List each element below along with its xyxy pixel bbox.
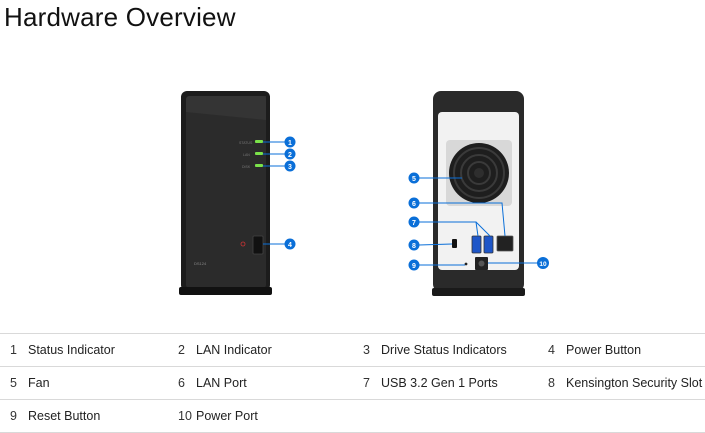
usb-port-2 — [483, 235, 494, 254]
callout-badge-2: 2 — [284, 148, 296, 160]
legend-label: USB 3.2 Gen 1 Ports — [381, 366, 538, 400]
svg-text:10: 10 — [539, 261, 547, 268]
legend-label: Kensington Security Slot — [566, 366, 705, 400]
svg-text:6: 6 — [412, 201, 416, 208]
legend-num: 2 — [168, 333, 196, 367]
legend-label: Drive Status Indicators — [381, 333, 538, 367]
legend-label: Reset Button — [28, 399, 168, 433]
front-base — [179, 287, 272, 295]
legend-num: 7 — [353, 366, 381, 400]
status-led-label: STATUS — [239, 141, 253, 145]
legend-row: 9 Reset Button 10 Power Port — [0, 399, 705, 433]
legend-num: 3 — [353, 333, 381, 367]
power-icon — [240, 241, 246, 247]
legend-label: Status Indicator — [28, 333, 168, 367]
callout-line-6 — [419, 202, 506, 237]
legend-label: Power Port — [196, 399, 353, 433]
callout-badge-5: 5 — [408, 172, 420, 184]
legend-row: 1 Status Indicator 2 LAN Indicator 3 Dri… — [0, 333, 705, 367]
callout-badge-7: 7 — [408, 216, 420, 228]
legend-num-empty — [538, 399, 566, 433]
fan-grill-outer — [453, 147, 505, 199]
legend-label: LAN Indicator — [196, 333, 353, 367]
status-led — [255, 140, 263, 143]
callout-badge-9: 9 — [408, 259, 420, 271]
usb-port-1 — [471, 235, 482, 254]
model-label: DS124 — [194, 261, 207, 266]
power-port-pin — [478, 260, 485, 267]
disk-led-label: DISK — [242, 165, 251, 169]
callout-badge-3: 3 — [284, 160, 296, 172]
callout-badge-8: 8 — [408, 239, 420, 251]
back-view — [418, 91, 538, 296]
legend-num: 4 — [538, 333, 566, 367]
kensington-slot — [452, 239, 457, 248]
callout-badge-10: 10 — [537, 257, 549, 269]
hardware-figure: STATUS LAN DISK DS124 — [179, 91, 549, 296]
callout-line-8 — [418, 243, 453, 246]
legend-num: 6 — [168, 366, 196, 400]
legend-label-empty — [381, 399, 538, 433]
front-panel — [186, 96, 266, 288]
callout-badge-4: 4 — [284, 238, 296, 250]
legend-num-empty — [353, 399, 381, 433]
svg-text:2: 2 — [288, 152, 292, 159]
legend-num: 9 — [0, 399, 28, 433]
legend-num: 5 — [0, 366, 28, 400]
legend-num: 10 — [168, 399, 196, 433]
fan-hub — [474, 168, 484, 178]
back-base — [432, 288, 525, 296]
disk-led — [255, 164, 263, 167]
front-view: STATUS LAN DISK DS124 — [179, 91, 285, 295]
legend-num: 1 — [0, 333, 28, 367]
reset-button — [464, 262, 468, 266]
legend-row: 5 Fan 6 LAN Port 7 USB 3.2 Gen 1 Ports 8… — [0, 366, 705, 400]
callout-line-7b — [475, 221, 491, 237]
callout-badge-1: 1 — [284, 136, 296, 148]
svg-text:8: 8 — [412, 243, 416, 250]
svg-text:5: 5 — [412, 176, 416, 183]
lan-led-label: LAN — [243, 153, 250, 157]
svg-text:9: 9 — [412, 263, 416, 270]
fan-grill-mid — [460, 154, 498, 192]
front-top-highlight — [186, 96, 266, 120]
legend-label-empty — [566, 399, 705, 433]
lan-port — [496, 235, 514, 252]
lan-led — [255, 152, 263, 155]
svg-text:4: 4 — [288, 242, 292, 249]
svg-text:1: 1 — [288, 140, 292, 147]
legend-label: Fan — [28, 366, 168, 400]
component-legend: 1 Status Indicator 2 LAN Indicator 3 Dri… — [0, 333, 705, 433]
svg-text:3: 3 — [288, 164, 292, 171]
fan-grill-inner — [467, 161, 491, 185]
power-button — [252, 235, 264, 255]
legend-label: LAN Port — [196, 366, 353, 400]
page-title: Hardware Overview — [4, 2, 236, 32]
legend-num: 8 — [538, 366, 566, 400]
callout-badge-6: 6 — [408, 197, 420, 209]
svg-text:7: 7 — [412, 220, 416, 227]
legend-label: Power Button — [566, 333, 705, 367]
